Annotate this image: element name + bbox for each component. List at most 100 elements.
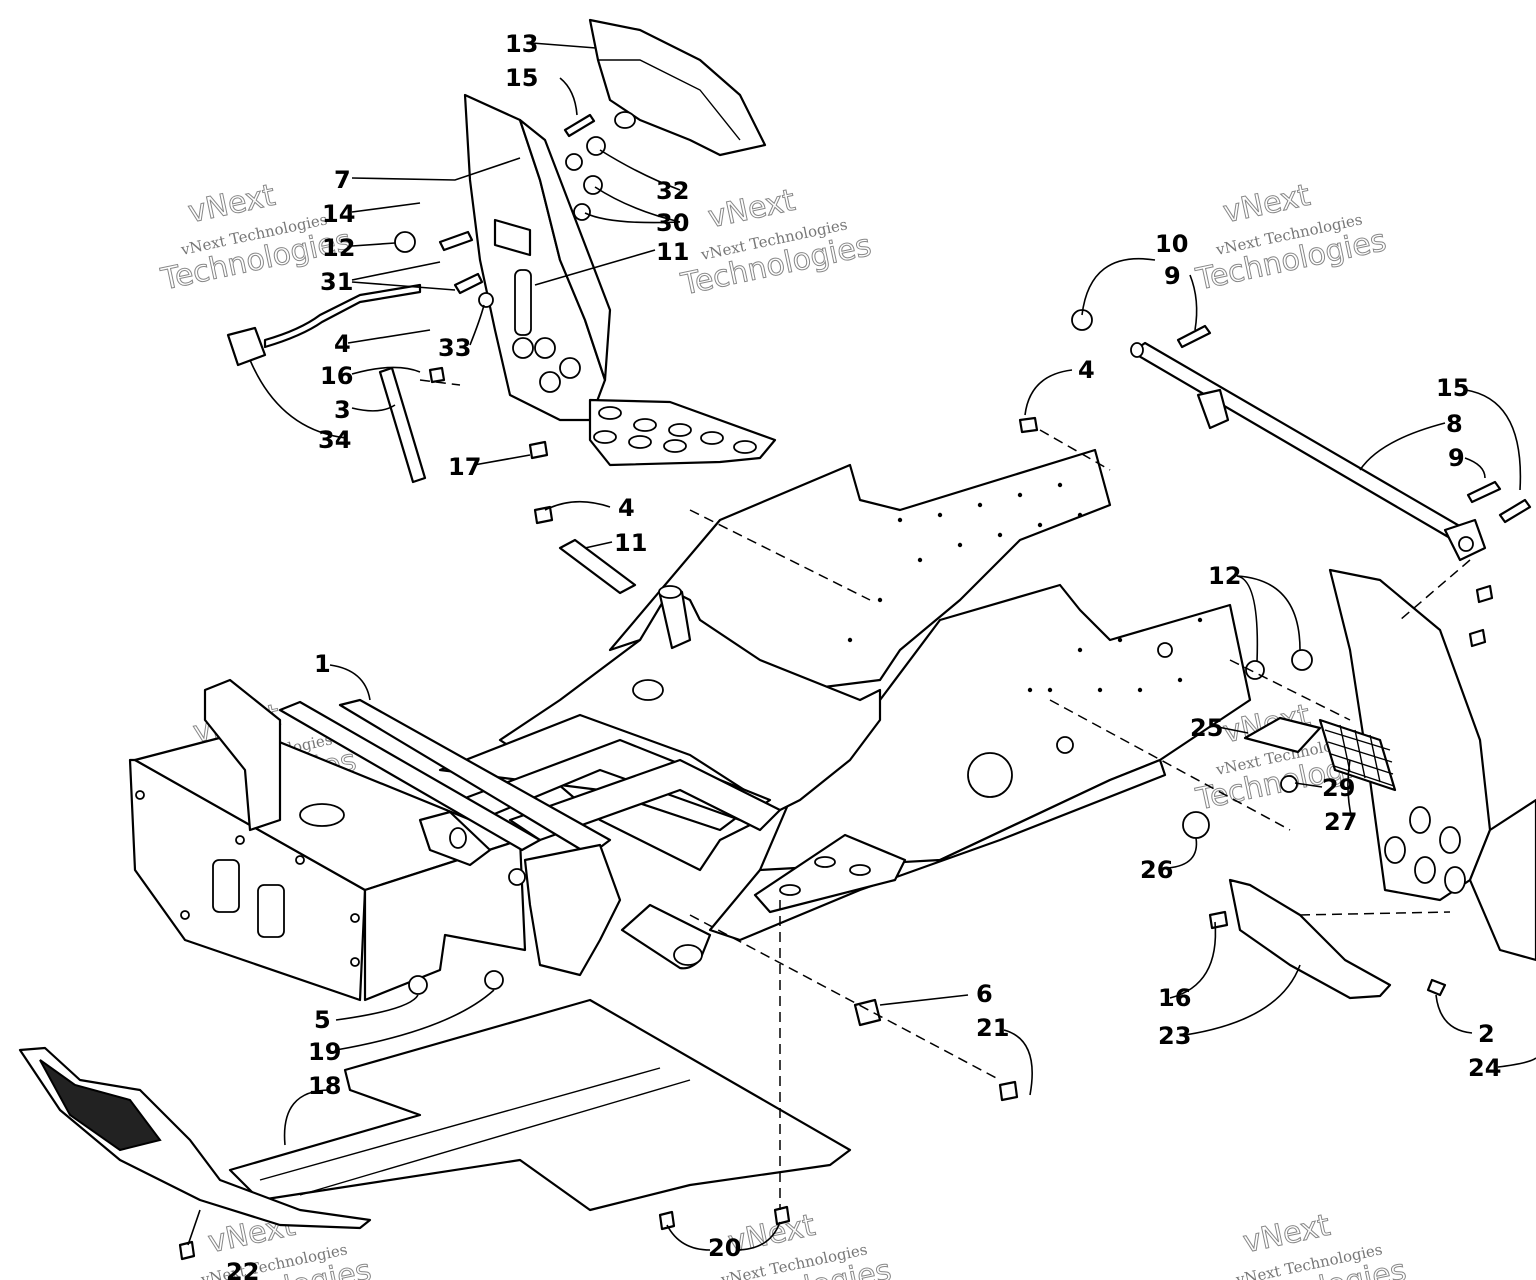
front-box-bolts — [135, 790, 360, 967]
rivet — [1208, 910, 1229, 930]
nut — [573, 203, 591, 221]
callout-label: 25 — [1190, 714, 1223, 742]
bolt — [1498, 498, 1532, 524]
screw — [178, 1240, 196, 1261]
rivet-dots — [847, 482, 1203, 693]
crossbar-end — [1130, 342, 1144, 358]
nut — [484, 970, 504, 990]
side-panel-round-hole — [1157, 642, 1173, 658]
callout-label: 9 — [1164, 262, 1181, 290]
callout-label: 27 — [1324, 808, 1357, 836]
callout-label: 21 — [976, 1014, 1009, 1042]
right-skid-plate — [1228, 878, 1392, 1000]
front-box-slot — [212, 859, 240, 913]
nut — [478, 292, 494, 308]
callout-label: 30 — [656, 209, 689, 237]
bolt — [1466, 480, 1502, 504]
belly-pan — [228, 998, 852, 1212]
bolt — [438, 230, 474, 252]
callout-label: 7 — [334, 166, 351, 194]
callout-label: 8 — [1446, 410, 1463, 438]
callout-label: 3 — [334, 396, 351, 424]
side-panel-round-hole — [1056, 736, 1074, 754]
chassis-frame — [128, 448, 1252, 1002]
rivet — [1018, 416, 1039, 434]
rivet — [428, 366, 446, 384]
suspension-rail-left — [278, 700, 542, 852]
screw — [773, 1205, 791, 1226]
support-slot — [514, 269, 532, 336]
support-hole — [559, 357, 581, 379]
callout-label: 4 — [618, 494, 635, 522]
callout-label: 9 — [1448, 444, 1465, 472]
hood-boss — [614, 111, 636, 129]
callout-label: 34 — [318, 426, 351, 454]
callout-label: 26 — [1140, 856, 1173, 884]
foot-rest-holes — [593, 406, 757, 454]
gusset-hole — [849, 864, 871, 876]
callout-label: 17 — [448, 453, 481, 481]
rivet — [1475, 584, 1494, 604]
hardware — [178, 113, 1532, 1261]
hood-fairing — [588, 18, 767, 157]
plug — [1182, 811, 1210, 839]
right-bulkhead-face — [1468, 798, 1536, 962]
bolt — [563, 113, 596, 138]
callout-label: 29 — [1322, 774, 1355, 802]
front-tube-end — [673, 944, 703, 966]
belly-pan-rib — [259, 1067, 661, 1181]
callout-label: 18 — [308, 1072, 341, 1100]
side-panel-round-hole — [967, 752, 1013, 798]
callout-labels: 13 15 7 14 12 31 4 33 16 3 34 32 30 11 1… — [226, 30, 1501, 1280]
tube-end — [632, 679, 664, 701]
switch-block — [493, 218, 532, 257]
nut — [583, 175, 603, 195]
support-hole — [512, 337, 534, 359]
callout-label: 33 — [438, 334, 471, 362]
callout-label: 32 — [656, 177, 689, 205]
front-box-slot — [257, 884, 285, 938]
gusset-hole — [779, 884, 801, 896]
right-bulkhead-holes — [1384, 806, 1466, 894]
callout-label: 15 — [1436, 374, 1469, 402]
callout-label: 6 — [976, 980, 993, 1008]
callout-label: 15 — [505, 64, 538, 92]
steering-crossbar — [1130, 341, 1477, 547]
bolt — [1176, 324, 1212, 349]
slide-strip — [558, 538, 637, 595]
callout-label: 4 — [1078, 356, 1095, 384]
callout-label: 24 — [1468, 1054, 1501, 1082]
suspension-rail-right — [338, 698, 612, 857]
connector-plug — [226, 326, 267, 367]
rivet — [528, 440, 549, 460]
callout-label: 4 — [334, 330, 351, 358]
shock-bracket — [203, 678, 282, 832]
rivet — [1426, 978, 1447, 997]
callout-label: 12 — [1208, 562, 1241, 590]
hood-fairing-edge — [598, 59, 741, 141]
callout-label: 5 — [314, 1006, 331, 1034]
tube-end — [658, 585, 682, 599]
nut — [394, 231, 416, 253]
crossbar-end-hole — [1458, 536, 1474, 552]
shock-mount-hole — [449, 827, 467, 849]
steering-support-side — [518, 118, 612, 382]
callout-label: 1 — [314, 650, 331, 678]
leader-lines — [187, 42, 1536, 1251]
callout-label: 10 — [1155, 230, 1188, 258]
bulkhead-lower — [523, 843, 622, 977]
support-hole — [539, 371, 561, 393]
clip — [853, 998, 882, 1027]
mesh-screen — [1318, 718, 1397, 792]
stand-rod — [378, 366, 427, 484]
shock-mount-hole — [299, 803, 345, 827]
rivet — [998, 1080, 1019, 1102]
grommet — [1280, 775, 1298, 793]
assembly-lines — [419, 379, 1471, 1210]
nut — [565, 153, 583, 171]
callout-label: 13 — [505, 30, 538, 58]
callout-label: 23 — [1158, 1022, 1191, 1050]
cable-harness — [263, 283, 422, 349]
callout-label: 14 — [322, 200, 355, 228]
rivet — [1468, 628, 1487, 648]
